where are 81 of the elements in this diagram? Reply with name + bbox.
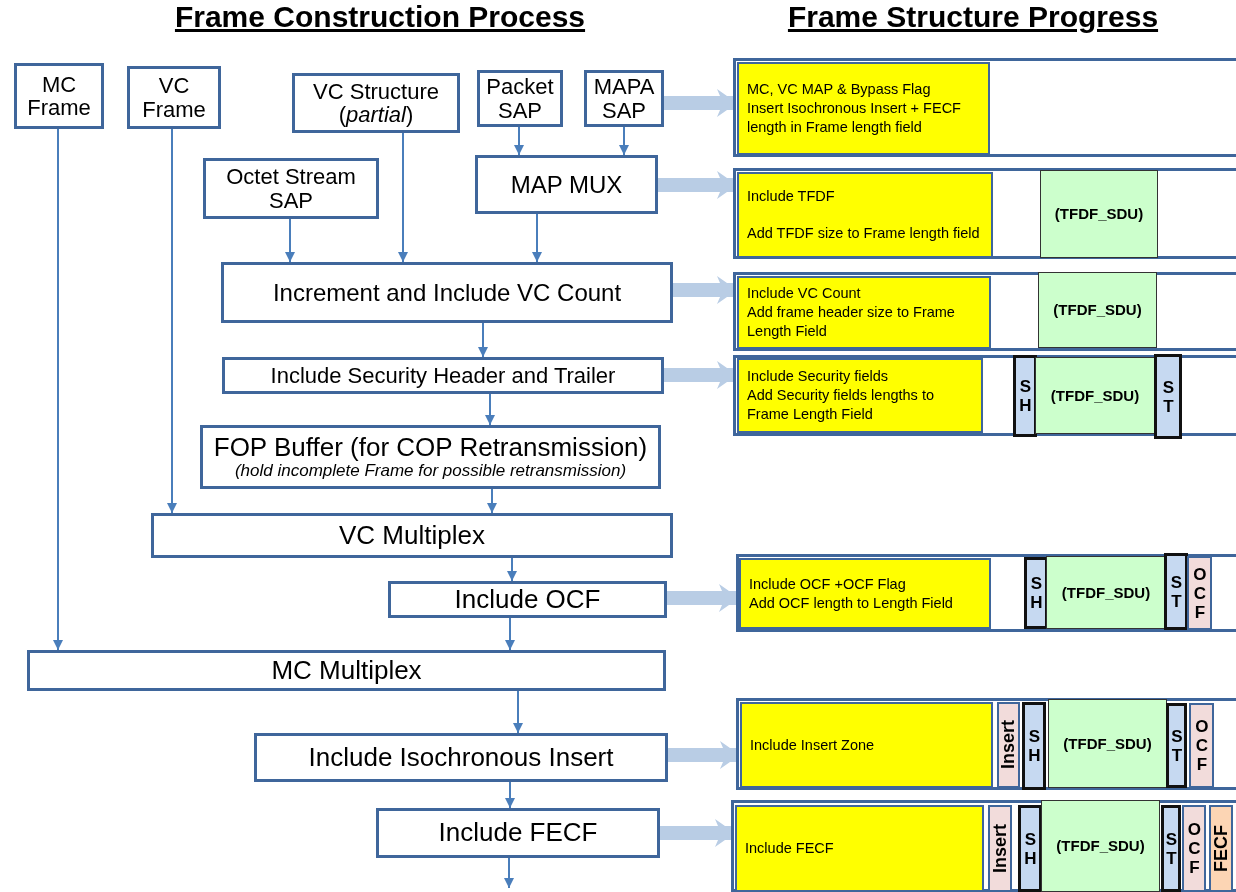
note-text: Include OCF +OCF Flag: [749, 574, 906, 594]
trailer-field: ST: [1166, 703, 1187, 788]
note-text: Add Security fields lengths to Frame Length Field: [747, 386, 935, 424]
step-note: [737, 62, 990, 155]
step-note: [737, 172, 993, 258]
header-field: SH: [1018, 805, 1042, 892]
data-field: (TFDF_SDU): [1048, 699, 1167, 788]
frame-row: [736, 698, 1236, 790]
ocf-field: OCF: [1187, 556, 1212, 630]
frame-row: [733, 355, 1236, 436]
column-heading: Frame Structure Progress: [787, 0, 1159, 34]
process-box: MAP MUX: [475, 155, 658, 214]
ocf-field: OCF: [1189, 703, 1214, 788]
frame-row: [733, 168, 1236, 259]
step-note: Include FECF: [735, 805, 984, 892]
arrow: [505, 781, 515, 809]
process-box: MAPA SAP: [584, 70, 664, 127]
trailer-field: ST: [1164, 553, 1188, 630]
data-field: (TFDF_SDU): [1038, 272, 1157, 348]
arrow: [514, 126, 524, 156]
box-text: (hold incomplete Frame for possible retransmission): [234, 461, 627, 480]
arrow: [513, 690, 523, 734]
note-text: Insert Isochronous Insert + FECF length in Frame length field: [747, 99, 962, 137]
process-box: Increment and Include VC Count: [221, 262, 673, 323]
step-note: [737, 276, 991, 349]
insert-field: [988, 805, 1012, 892]
data-field: (TFDF_SDU): [1040, 170, 1158, 258]
arrow: [532, 213, 542, 263]
process-box: Include Isochronous Insert: [254, 733, 668, 782]
process-box: Packet SAP: [477, 70, 563, 127]
step-note: [739, 558, 991, 629]
trailer-field: ST: [1161, 805, 1181, 892]
insert-field: [997, 702, 1020, 788]
header-field: SH: [1024, 557, 1048, 629]
arrow: [167, 128, 177, 514]
arrow: [478, 322, 488, 358]
process-box: MC Frame: [14, 63, 104, 129]
process-box: Include Security Header and Trailer: [222, 357, 664, 394]
note-text: Include TFDF: [747, 187, 835, 206]
process-box: VC Multiplex: [151, 513, 673, 558]
field-label: Insert: [990, 824, 1010, 873]
note-text: Include VC Count: [747, 284, 861, 304]
step-note: [737, 358, 983, 433]
column-heading: Frame Construction Process: [174, 0, 586, 34]
header-field: SH: [1022, 702, 1046, 790]
fecf-field: [1209, 805, 1233, 892]
data-field: (TFDF_SDU): [1046, 556, 1166, 629]
note-text: Add TFDF size to Frame length field: [747, 224, 980, 243]
field-label: FECF: [1211, 825, 1231, 872]
note-text: MC, VC MAP & Bypass Flag: [747, 80, 931, 100]
frame-row: [733, 58, 1236, 157]
arrow: [504, 857, 514, 889]
trailer-field: ST: [1154, 354, 1182, 439]
header-field: SH: [1013, 355, 1037, 437]
arrow: [487, 488, 497, 514]
arrow: [285, 218, 295, 263]
process-box: Include FECF: [376, 808, 660, 858]
arrow: [398, 132, 408, 263]
process-box: Octet Stream SAP: [203, 158, 379, 219]
frame-row: [731, 800, 1236, 892]
frame-row: [733, 272, 1236, 351]
note-text: Add OCF length to Length Field: [749, 593, 953, 613]
data-field: (TFDF_SDU): [1041, 800, 1160, 892]
process-box: VC Structure (partial): [292, 73, 460, 133]
process-box: Include OCF: [388, 581, 667, 618]
ocf-field: OCF: [1182, 805, 1206, 892]
arrow: [53, 128, 63, 651]
process-box: [200, 425, 661, 489]
arrow: [507, 557, 517, 582]
note-text: Include Security fields: [747, 367, 889, 387]
arrow: [485, 393, 495, 426]
arrow: [505, 617, 515, 651]
step-note: Include Insert Zone: [740, 702, 993, 788]
data-field: (TFDF_SDU): [1035, 357, 1155, 434]
process-box: MC Multiplex: [27, 650, 666, 691]
note-text: Add frame header size to Frame Length Field: [747, 303, 956, 341]
process-box: VC Frame: [127, 66, 221, 129]
box-text: FOP Buffer (for COP Retransmission): [213, 434, 648, 462]
arrow: [619, 126, 629, 156]
field-label: Insert: [999, 720, 1018, 770]
frame-row: [736, 554, 1236, 632]
